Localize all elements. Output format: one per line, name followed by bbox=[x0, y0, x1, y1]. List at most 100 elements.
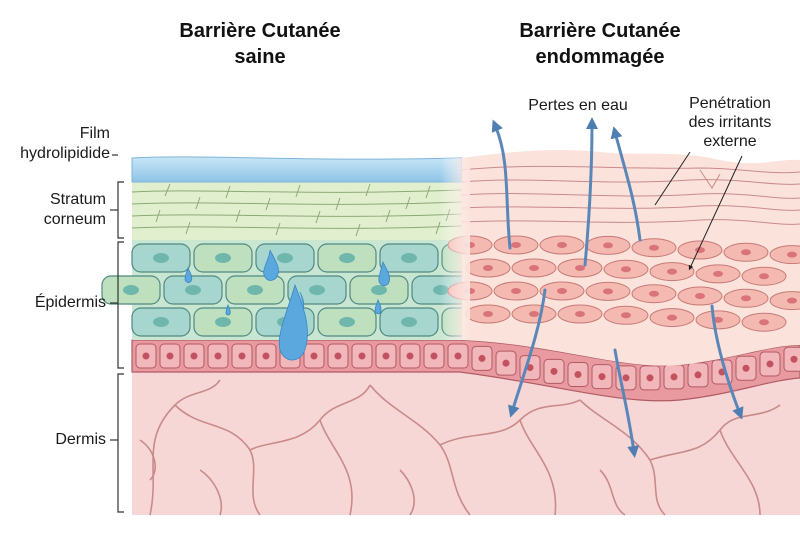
damaged-nucleus bbox=[759, 319, 769, 326]
basal-nucleus bbox=[454, 352, 462, 360]
basal-nucleus bbox=[142, 352, 150, 360]
stratum-label-line-1: Stratum bbox=[49, 191, 106, 208]
damaged-title: Barrière Cutanée endommagée bbox=[495, 18, 705, 70]
layer-brackets bbox=[110, 154, 124, 513]
damaged-cell bbox=[769, 291, 800, 311]
basal-nucleus bbox=[478, 354, 486, 362]
irritants-label-line-1: Penétration bbox=[689, 95, 771, 112]
basal-nucleus bbox=[502, 359, 510, 367]
cell-nucleus bbox=[185, 285, 201, 295]
film-label-line-1: Film bbox=[79, 125, 110, 142]
basal-nucleus bbox=[694, 371, 702, 379]
basal-nucleus bbox=[598, 373, 606, 381]
film-label: Film hydrolipidide bbox=[0, 124, 110, 164]
cell-nucleus bbox=[153, 317, 169, 327]
cell-nucleus bbox=[309, 285, 325, 295]
water-loss-arrow-2 bbox=[583, 117, 598, 267]
cell-nucleus bbox=[215, 253, 231, 263]
dermis-label: Dermis bbox=[55, 431, 106, 448]
basal-nucleus bbox=[382, 352, 390, 360]
cell-nucleus bbox=[339, 317, 355, 327]
basal-nucleus bbox=[622, 374, 630, 382]
inward-arrow-3 bbox=[710, 304, 744, 420]
damaged-cell bbox=[769, 245, 800, 265]
water-loss-arrows bbox=[491, 117, 642, 267]
basal-nucleus bbox=[310, 352, 318, 360]
healthy-title-line-2: saine bbox=[234, 46, 286, 68]
inward-arrow-1 bbox=[508, 288, 547, 418]
basal-nucleus bbox=[334, 352, 342, 360]
basal-nucleus bbox=[670, 373, 678, 381]
damaged-nucleus bbox=[787, 297, 797, 304]
water-loss-label: Pertes en eau bbox=[528, 97, 628, 114]
basal-nucleus bbox=[406, 352, 414, 360]
damaged-nucleus bbox=[483, 265, 493, 271]
basal-nucleus bbox=[238, 352, 246, 360]
inward-arrows bbox=[508, 288, 744, 458]
hydrolipid-film bbox=[131, 156, 463, 183]
damaged-nucleus bbox=[741, 249, 751, 256]
cell-nucleus bbox=[401, 317, 417, 327]
damaged-nucleus bbox=[529, 311, 539, 317]
cell-nucleus bbox=[247, 285, 263, 295]
damaged-nucleus bbox=[695, 293, 705, 299]
annotation-leaders bbox=[654, 151, 743, 271]
basal-nucleus bbox=[262, 352, 270, 360]
damaged-nucleus bbox=[713, 316, 723, 323]
stratum-label-line-2: corneum bbox=[43, 211, 106, 228]
damaged-stratum-lines bbox=[461, 165, 800, 225]
damaged-title-line-1: Barrière Cutanée bbox=[519, 20, 681, 42]
basal-nucleus bbox=[574, 370, 582, 378]
damaged-nucleus bbox=[621, 266, 631, 273]
basal-nucleus bbox=[190, 352, 198, 360]
epidermis-label: Épidermis bbox=[34, 294, 106, 311]
basal-nucleus bbox=[166, 352, 174, 360]
damaged-nucleus bbox=[603, 288, 613, 295]
cell-nucleus bbox=[215, 317, 231, 327]
damaged-nucleus bbox=[603, 242, 613, 249]
cell-nucleus bbox=[277, 253, 293, 263]
damaged-nucleus bbox=[621, 312, 631, 319]
damaged-nucleus bbox=[529, 265, 539, 271]
healthy-stratum-corneum bbox=[132, 180, 462, 240]
basal-nucleus bbox=[430, 352, 438, 360]
transition-fade bbox=[440, 158, 470, 340]
basal-nucleus bbox=[214, 352, 222, 360]
damaged-nucleus bbox=[695, 247, 705, 253]
damaged-nucleus bbox=[741, 295, 751, 302]
damaged-nucleus bbox=[667, 268, 677, 275]
damaged-nucleus bbox=[557, 242, 567, 248]
healthy-title: Barrière Cutanée saine bbox=[165, 18, 355, 70]
irritants-label: Penétration des irritants externe bbox=[670, 94, 790, 151]
cell-nucleus bbox=[371, 285, 387, 295]
water-drops bbox=[184, 249, 391, 361]
dermis-vessels bbox=[139, 379, 781, 516]
cell-nucleus bbox=[339, 253, 355, 263]
damaged-nucleus bbox=[575, 311, 585, 317]
damaged-nucleus bbox=[667, 314, 677, 321]
basal-nucleus bbox=[742, 364, 750, 372]
damaged-epidermis-cells bbox=[447, 235, 800, 332]
damaged-nucleus bbox=[511, 242, 521, 248]
basal-cells bbox=[135, 343, 800, 391]
damaged-nucleus bbox=[511, 288, 521, 294]
healthy-corneocytes bbox=[131, 183, 463, 237]
damaged-nucleus bbox=[787, 251, 797, 258]
water-loss-arrow-3 bbox=[610, 126, 642, 242]
basal-nucleus bbox=[646, 374, 654, 382]
basal-nucleus bbox=[790, 355, 798, 363]
damaged-title-line-2: endommagée bbox=[535, 46, 665, 68]
basal-nucleus bbox=[766, 360, 774, 368]
irritants-label-line-3: externe bbox=[703, 133, 757, 150]
irritants-label-line-2: des irritants bbox=[688, 114, 772, 131]
stratum-label: Stratum corneum bbox=[0, 190, 106, 230]
damaged-nucleus bbox=[575, 265, 585, 271]
damaged-nucleus bbox=[649, 244, 659, 251]
damaged-nucleus bbox=[649, 290, 659, 297]
cell-nucleus bbox=[153, 253, 169, 263]
inward-arrow-2 bbox=[613, 348, 640, 458]
cell-nucleus bbox=[123, 285, 139, 295]
basal-nucleus bbox=[358, 352, 366, 360]
damaged-nucleus bbox=[759, 273, 769, 280]
damaged-nucleus bbox=[557, 288, 567, 294]
